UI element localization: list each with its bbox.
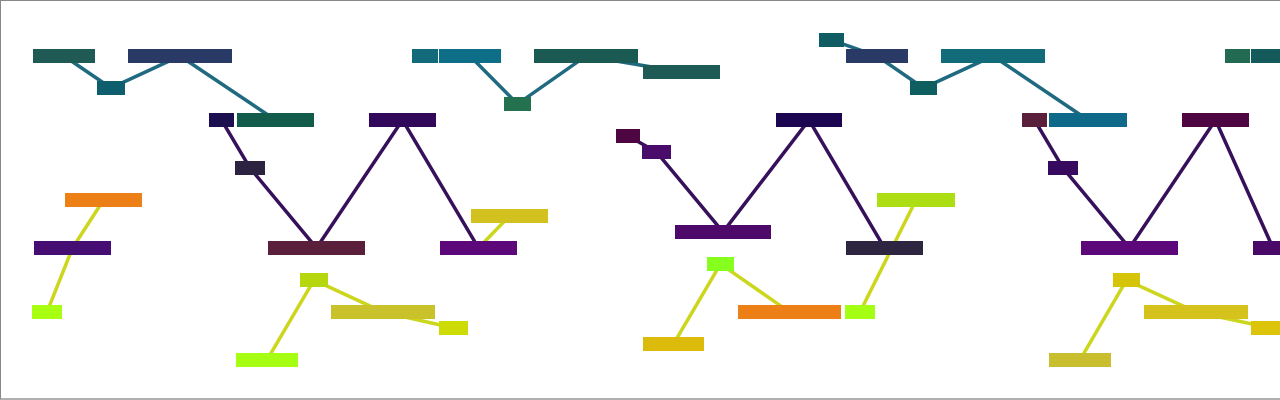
node-m14 (738, 305, 841, 319)
node-t7 (268, 241, 365, 255)
link-r14-r13 (1078, 279, 1129, 361)
link-r5-r8 (1032, 119, 1065, 169)
link-r4-r6 (992, 54, 1089, 122)
node-m7 (642, 145, 671, 159)
node-m12 (707, 257, 734, 271)
node-t13 (32, 305, 62, 319)
node-t9 (440, 241, 517, 255)
node-m6 (616, 129, 640, 143)
node-m11 (846, 241, 923, 255)
link-m9-m8 (721, 118, 811, 234)
node-t6 (235, 161, 265, 175)
node-r7 (1182, 113, 1249, 127)
node-r11 (1225, 49, 1250, 63)
link-t15-t14 (265, 279, 316, 361)
node-r8 (1048, 161, 1078, 175)
link-m13-m12 (671, 263, 723, 345)
link-r7-r10 (1213, 119, 1275, 249)
node-m13 (643, 337, 704, 351)
node-t15 (236, 353, 298, 367)
link-t4-t6 (219, 119, 252, 169)
node-t17 (439, 321, 468, 335)
node-t4 (209, 113, 234, 127)
link-m8-m11 (807, 119, 887, 249)
node-r3 (910, 81, 937, 95)
node-m3 (534, 49, 638, 63)
node-t5 (237, 113, 314, 127)
links-layer (45, 38, 1275, 361)
node-r6 (1049, 113, 1127, 127)
node-r13 (1113, 273, 1140, 287)
node-t3 (97, 81, 125, 95)
node-t1 (33, 49, 95, 63)
node-t10 (471, 209, 548, 223)
link-t7-t8 (315, 119, 404, 249)
node-r12 (1251, 49, 1280, 63)
node-m5 (643, 65, 720, 79)
node-r2 (846, 49, 908, 63)
node-m15 (845, 305, 875, 319)
node-m8 (776, 113, 842, 127)
node-r10 (1253, 241, 1280, 255)
node-r5 (1022, 113, 1047, 127)
link-r8-r9 (1061, 166, 1131, 250)
node-m1 (412, 49, 438, 63)
link-m12-m14 (719, 262, 791, 314)
node-m4 (504, 97, 531, 111)
node-t11 (65, 193, 142, 207)
node-m9 (675, 225, 771, 239)
node-t16 (331, 305, 435, 319)
node-r4 (941, 49, 1045, 63)
nodes-layer (32, 33, 1280, 367)
node-r1 (819, 33, 844, 47)
node-t2 (128, 49, 232, 63)
link-m15-m10 (858, 199, 918, 313)
node-r9 (1081, 241, 1178, 255)
link-r9-r7 (1128, 119, 1217, 249)
node-t14 (300, 273, 328, 287)
node-r14 (1049, 353, 1111, 367)
node-m2 (439, 49, 501, 63)
link-m2-m4 (468, 54, 519, 106)
link-t2-t5 (179, 54, 277, 122)
node-m10 (877, 193, 955, 207)
link-t8-t9 (400, 119, 481, 249)
link-t6-t7 (248, 166, 318, 250)
node-t12 (34, 241, 111, 255)
node-t8 (369, 113, 436, 127)
link-m4-m3 (516, 54, 588, 106)
link-t12-t13 (45, 247, 75, 313)
link-t11-t12 (71, 199, 105, 249)
node-r16 (1251, 321, 1280, 335)
link-m7-m9 (655, 150, 725, 234)
node-r15 (1144, 305, 1248, 319)
